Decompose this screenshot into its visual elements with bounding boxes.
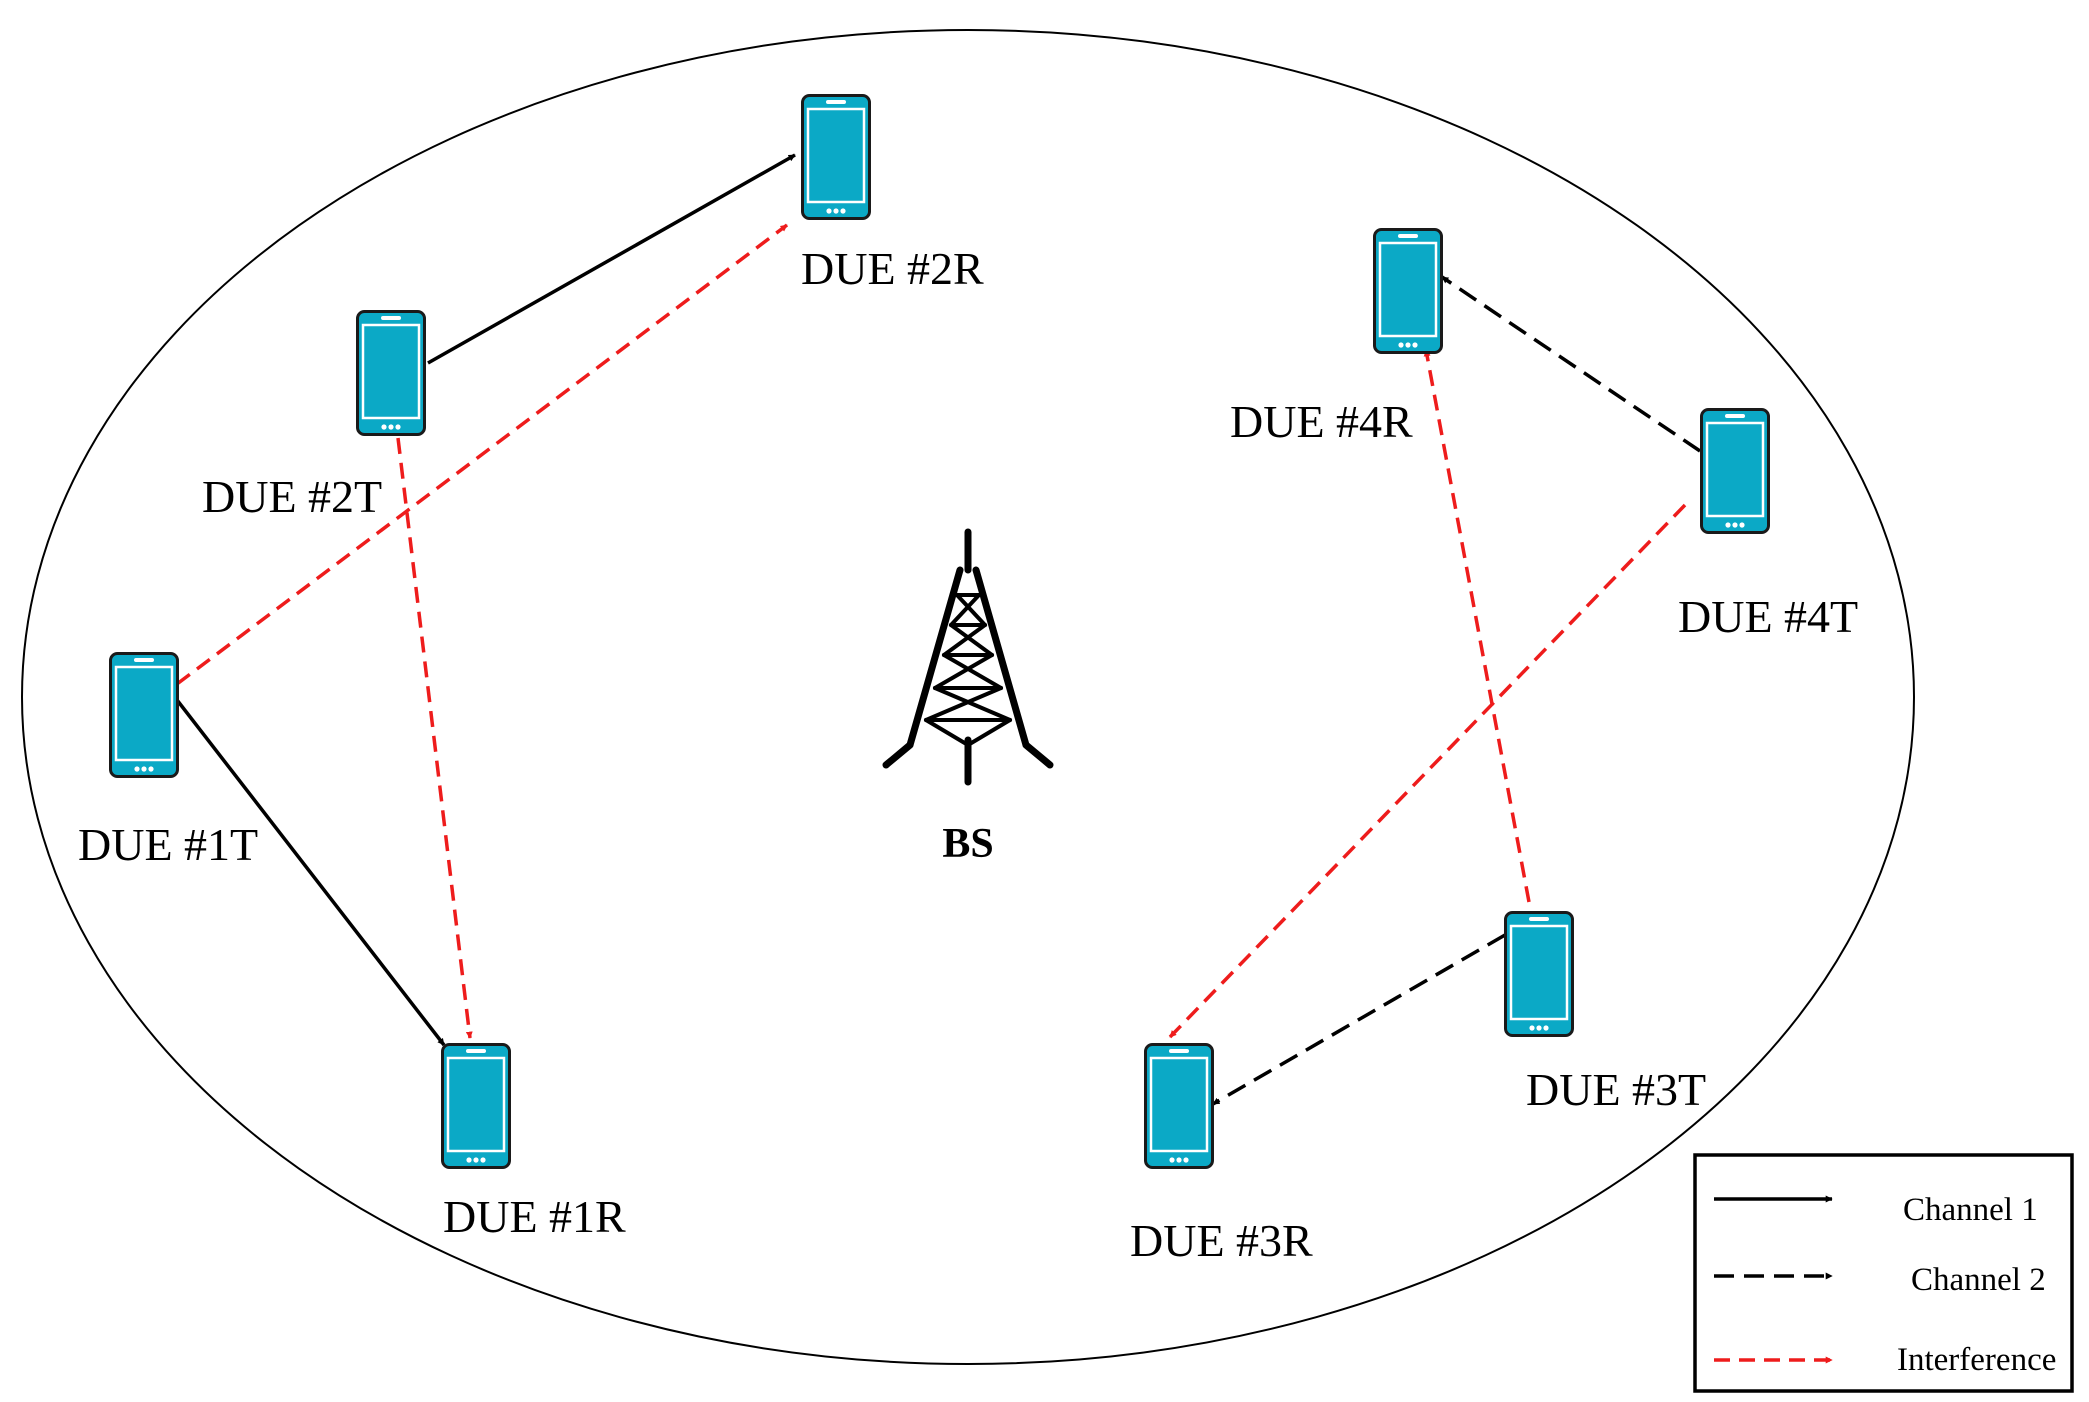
smartphone-icon (1504, 911, 1574, 1037)
device-due-2r: DUE #2R (801, 94, 984, 294)
legend-item-interference: Interference (1714, 1342, 2056, 1378)
device-label: DUE #2T (202, 471, 382, 522)
interference-due4t-due3r (1168, 503, 1687, 1039)
device-label: DUE #4R (1230, 396, 1413, 447)
interference-due2t-due1r (396, 437, 473, 1039)
device-due-3r: DUE #3R (1130, 1043, 1313, 1266)
tower-icon (882, 528, 1054, 786)
interference-due1t-due2r (175, 223, 789, 686)
smartphone-icon (109, 652, 179, 778)
device-due-1r: DUE #1R (441, 1043, 626, 1242)
legend-label: Channel 1 (1903, 1192, 2038, 1228)
interference-due3t-due4r (1423, 349, 1531, 903)
device-due-4t: DUE #4T (1678, 408, 1858, 642)
device-label: DUE #1R (443, 1191, 626, 1242)
link-due4t-due4r (1441, 275, 1701, 453)
smartphone-icon (441, 1043, 511, 1169)
device-due-4r: DUE #4R (1230, 228, 1443, 447)
legend-label: Channel 2 (1911, 1262, 2046, 1298)
device-label: DUE #4T (1678, 591, 1858, 642)
legend: Channel 1 Channel 2 Interference (1693, 1153, 2074, 1393)
smartphone-icon (1373, 228, 1443, 354)
legend-box (1693, 1153, 2074, 1393)
smartphone-icon (1700, 408, 1770, 534)
link-due3t-due3r (1212, 933, 1506, 1106)
smartphone-icon (1144, 1043, 1214, 1169)
device-due-3t: DUE #3T (1504, 911, 1706, 1115)
cell-boundary (21, 29, 1915, 1365)
legend-item-channel1: Channel 1 (1714, 1192, 2038, 1228)
device-label: DUE #3T (1526, 1064, 1706, 1115)
base-station-label: BS (942, 821, 993, 867)
legend-label: Interference (1897, 1342, 2056, 1378)
legend-item-channel2: Channel 2 (1714, 1262, 2046, 1298)
device-due-1t: DUE #1T (78, 652, 258, 870)
device-label: DUE #3R (1130, 1215, 1313, 1266)
device-due-2t: DUE #2T (202, 310, 426, 522)
device-label: DUE #2R (801, 243, 984, 294)
link-due1t-due1r (175, 698, 446, 1047)
smartphone-icon (356, 310, 426, 436)
link-due2t-due2r (427, 153, 796, 365)
device-label: DUE #1T (78, 819, 258, 870)
smartphone-icon (801, 94, 871, 220)
